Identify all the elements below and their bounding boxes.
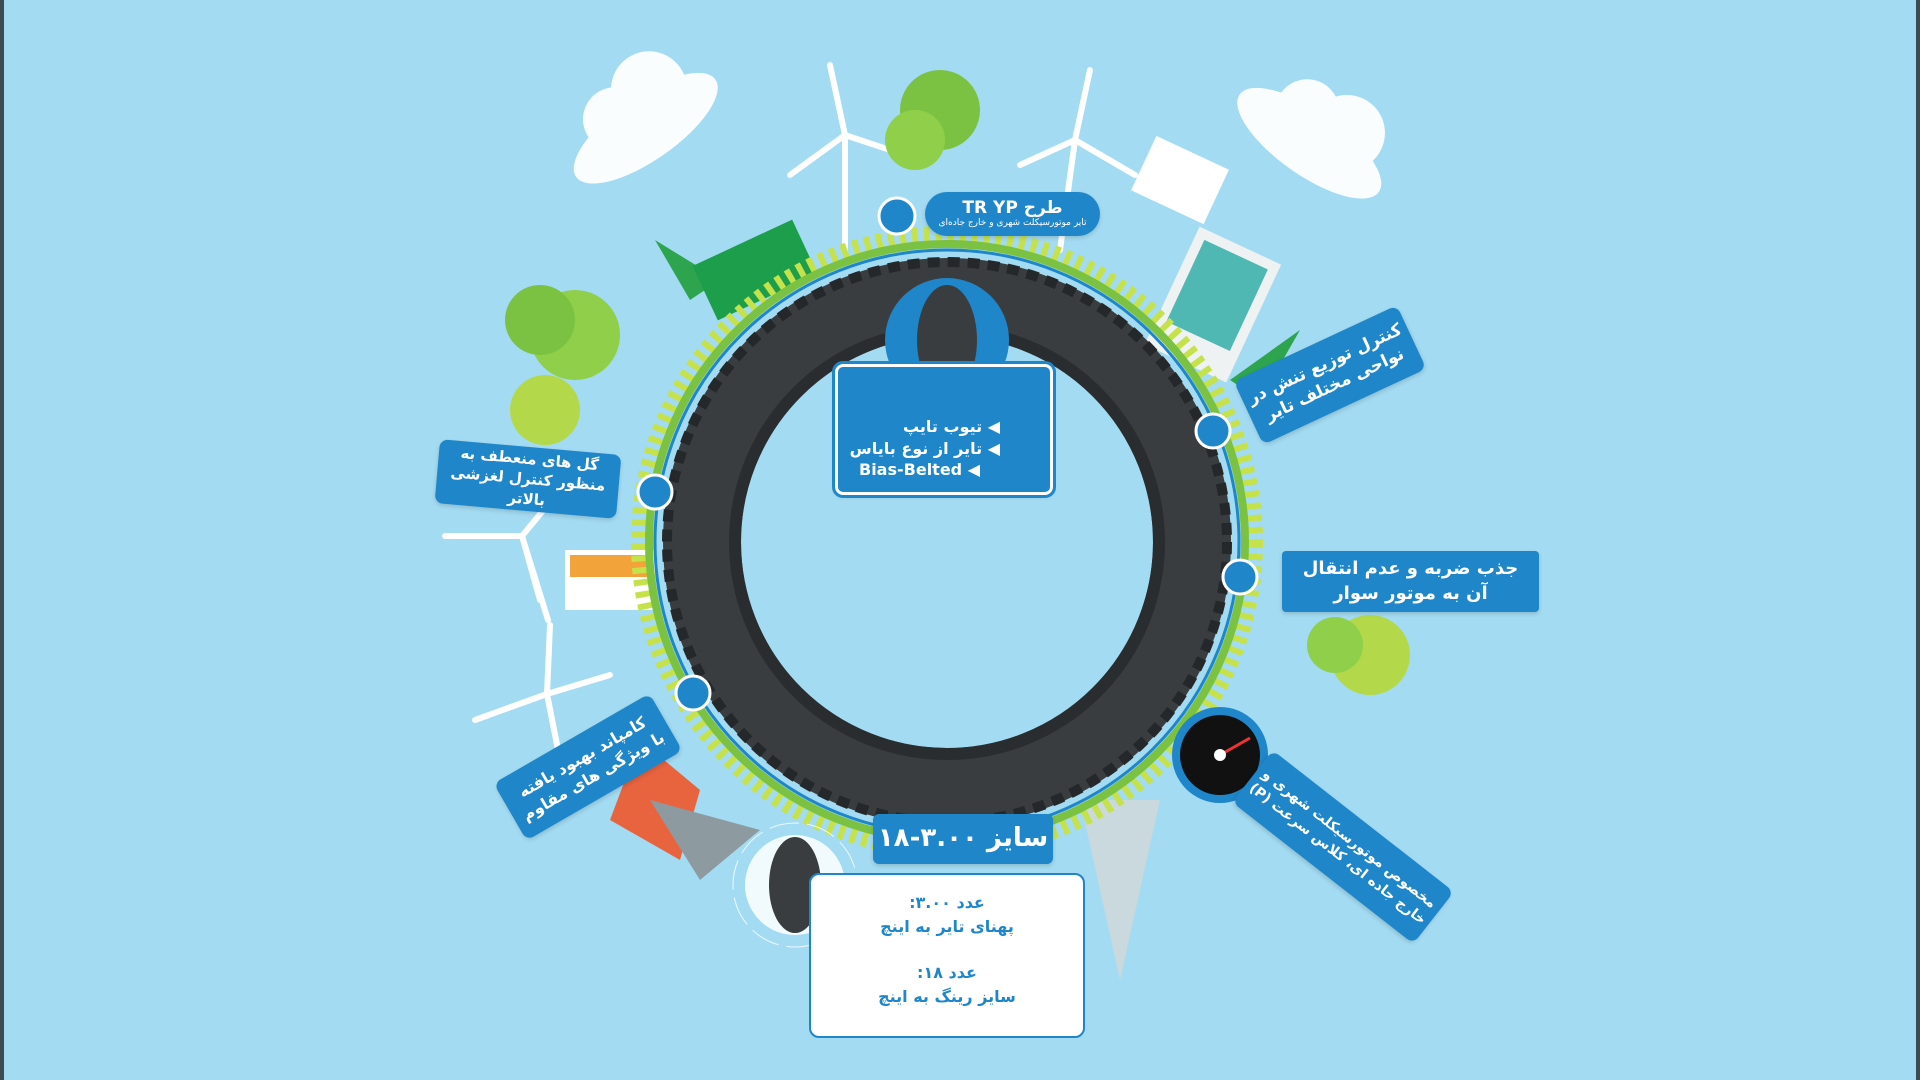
tire-type-belted-text: Bias-Belted: [859, 460, 963, 480]
feature-text: آن به موتور سوار: [1333, 582, 1488, 604]
tire-type-tube: ◀ تیوب تایپ: [902, 417, 1000, 437]
feature-text: جذب ضربه و عدم انتقال: [1302, 558, 1519, 580]
tire-tread: [662, 257, 1232, 827]
design-title: طرح TR YP: [962, 198, 1063, 219]
design-badge: طرح TR YP تایر موتورسیکلت شهری و خارج جا…: [925, 192, 1100, 236]
size-explanation-box: عدد ۳.۰۰: پهنای تایر به اینچ عدد ۱۸: سای…: [809, 873, 1085, 1038]
rim-label: عدد ۱۸:: [917, 963, 977, 982]
right-edge: [1916, 0, 1920, 1080]
size-badge-text: سایز ۳.۰۰-۱۸: [877, 823, 1049, 854]
width-desc: پهنای تایر به اینچ: [880, 917, 1014, 936]
cloud-right: [1237, 79, 1385, 199]
rim-desc: سایز رینگ به اینچ: [878, 987, 1016, 1006]
cloud-left: [573, 51, 718, 184]
spacer: [811, 939, 1083, 961]
tire-type-belted: ◀ Bias-Belted: [859, 460, 980, 480]
speedometer-icon: [1172, 707, 1268, 803]
tire-type-tube-text: تیوب تایپ: [902, 417, 983, 437]
tire-type-bias: ◀ تایر از نوع بایاس: [849, 438, 1000, 458]
design-subtitle: تایر موتورسیکلت شهری و خارج جاده‌ای: [938, 217, 1087, 228]
size-badge: سایز ۳.۰۰-۱۸: [873, 814, 1053, 864]
left-edge: [0, 0, 4, 1080]
tire-type-bias-text: تایر از نوع بایاس: [849, 438, 983, 458]
side-thumb-icon: [769, 837, 821, 933]
width-label: عدد ۳.۰۰:: [909, 893, 985, 912]
connector-dots: [636, 196, 1259, 712]
tire-type-box: ◀ تیوب تایپ ◀ تایر از نوع بایاس ◀ Bias-B…: [832, 361, 1056, 498]
